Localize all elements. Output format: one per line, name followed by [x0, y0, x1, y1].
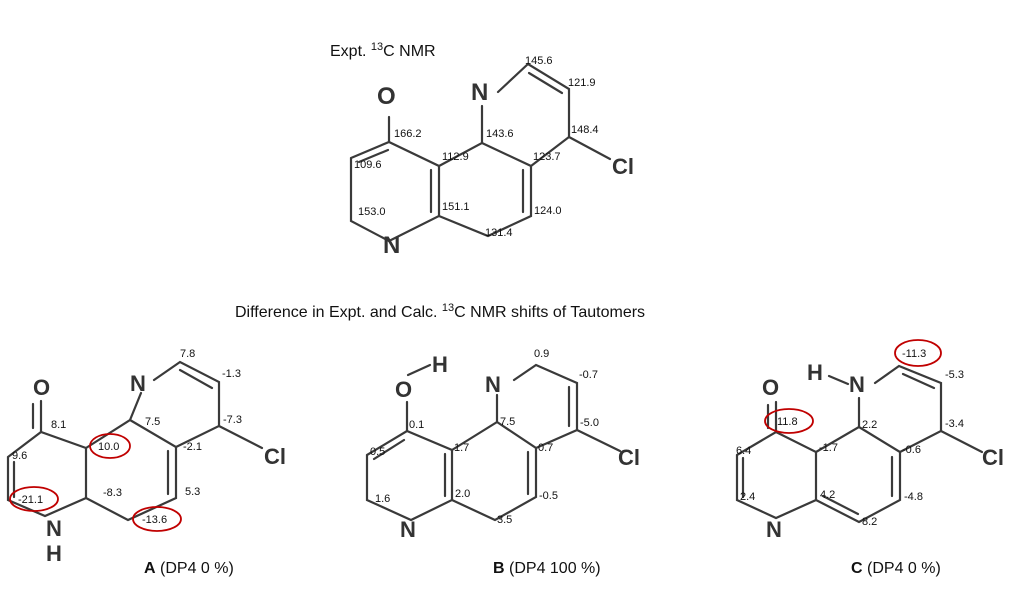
tautomer-letter: C	[851, 560, 863, 577]
shift-label: 148.4	[571, 124, 599, 136]
tautomer-b-caption: B (DP4 100 %)	[493, 560, 601, 577]
nitrogen-atom: N	[849, 372, 865, 397]
tautomer-letter: B	[493, 560, 505, 577]
dp4-caption: (DP4 0 %)	[156, 560, 234, 577]
shift-label: 8.1	[51, 419, 66, 431]
nitrogen-atom: N	[766, 517, 782, 542]
hydrogen-atom: H	[807, 360, 823, 385]
shift-label: 7.5	[145, 416, 160, 428]
chlorine-atom: Cl	[618, 445, 640, 470]
nitrogen-atom-bottom: N	[383, 232, 400, 259]
shift-label: 1.7	[454, 442, 469, 454]
shift-label: 166.2	[394, 128, 422, 140]
highlight-circle	[764, 408, 814, 434]
nitrogen-atom: N	[46, 516, 62, 541]
oxygen-atom: O	[33, 375, 50, 400]
shift-label: 0.9	[534, 348, 549, 360]
shift-label: 7.8	[180, 348, 195, 360]
nitrogen-atom-top: N	[471, 79, 488, 106]
shift-label: 1.6	[375, 493, 390, 505]
shift-label: -1.3	[222, 368, 241, 380]
tautomer-letter: A	[144, 560, 156, 577]
shift-label: -5.0	[580, 417, 599, 429]
tautomer-a-panel: O N N H Cl 7.8 -1.3 -7.3 8.1 7.5 10.0 -2…	[6, 348, 286, 577]
tautomer-c-caption: C (DP4 0 %)	[851, 560, 941, 577]
shift-label: 0.7	[538, 442, 553, 454]
nitrogen-atom: N	[130, 371, 146, 396]
chlorine-atom: Cl	[612, 154, 634, 179]
highlight-circle	[89, 433, 131, 459]
shift-label: 109.6	[354, 159, 382, 171]
shift-label: -7.3	[223, 414, 242, 426]
tautomer-c-bonds	[735, 364, 984, 524]
shift-label: -8.3	[103, 487, 122, 499]
highlight-circle	[9, 486, 59, 512]
shift-label: 0.5	[370, 446, 385, 458]
differences-subtitle: Difference in Expt. and Calc. 13C NMR sh…	[235, 302, 645, 321]
oxygen-atom: O	[762, 375, 779, 400]
shift-label: -0.5	[539, 490, 558, 502]
shift-label: -0.6	[902, 444, 921, 456]
shift-label: 112.9	[442, 151, 469, 163]
shift-label: -21.1	[18, 494, 43, 506]
highlight-circle	[894, 339, 942, 367]
dp4-caption: (DP4 0 %)	[863, 560, 941, 577]
shift-label: 10.0	[98, 441, 119, 453]
tautomer-a-bonds	[6, 360, 264, 522]
chlorine-atom: Cl	[264, 444, 286, 469]
shift-label: -11.3	[902, 348, 926, 360]
shift-label: 151.1	[442, 201, 470, 213]
experimental-panel: Expt. 13C NMR O N N Cl 145.6 121.9 148.4…	[330, 41, 634, 259]
shift-label: -1.7	[819, 442, 838, 454]
experimental-molecule-bonds	[349, 62, 612, 243]
shift-label: -4.8	[904, 491, 923, 503]
shift-label: -0.7	[579, 369, 598, 381]
shift-label: -13.6	[142, 514, 167, 526]
shift-label: -2.1	[183, 441, 202, 453]
shift-label: 5.3	[185, 486, 200, 498]
dp4-caption: (DP4 100 %)	[505, 560, 601, 577]
tautomer-a-caption: A (DP4 0 %)	[144, 560, 234, 577]
shift-label: 131.4	[485, 227, 513, 239]
hydrogen-atom: H	[432, 352, 448, 377]
shift-label: 153.0	[358, 206, 386, 218]
shift-label: 3.5	[497, 514, 512, 526]
nitrogen-atom: N	[485, 372, 501, 397]
shift-label: 9.6	[12, 450, 27, 462]
hydrogen-atom: H	[46, 541, 62, 566]
shift-label: 143.6	[486, 128, 514, 140]
shift-label: 123.7	[533, 151, 561, 163]
tautomer-c-panel: O H N N Cl -11.3 -5.3 -3.4 11.8 2.2 -1.7…	[735, 339, 1004, 577]
highlight-circle	[132, 506, 182, 532]
shift-label: 124.0	[534, 205, 562, 217]
oxygen-atom: O	[395, 377, 412, 402]
shift-label: 4.2	[820, 489, 835, 501]
tautomer-b-bonds	[365, 363, 622, 522]
shift-label: -5.3	[945, 369, 964, 381]
oxygen-atom: O	[377, 83, 396, 110]
shift-label: 2.4	[740, 491, 755, 503]
nitrogen-atom: N	[400, 517, 416, 542]
shift-label: 11.8	[777, 416, 798, 428]
shift-label: 7.5	[500, 416, 515, 428]
shift-label: 121.9	[568, 77, 596, 89]
shift-label: 2.2	[862, 419, 877, 431]
shift-label: 145.6	[525, 55, 553, 67]
shift-label: 6.4	[736, 445, 751, 457]
shift-label: 2.0	[455, 488, 470, 500]
experimental-title: Expt. 13C NMR	[330, 41, 436, 60]
tautomer-b-panel: O H N N Cl 0.9 -0.7 -5.0 0.1 7.5 1.7 0.7…	[365, 348, 640, 577]
chlorine-atom: Cl	[982, 445, 1004, 470]
shift-label: -3.4	[945, 418, 964, 430]
shift-label: 8.2	[862, 516, 877, 528]
shift-label: 0.1	[409, 419, 424, 431]
